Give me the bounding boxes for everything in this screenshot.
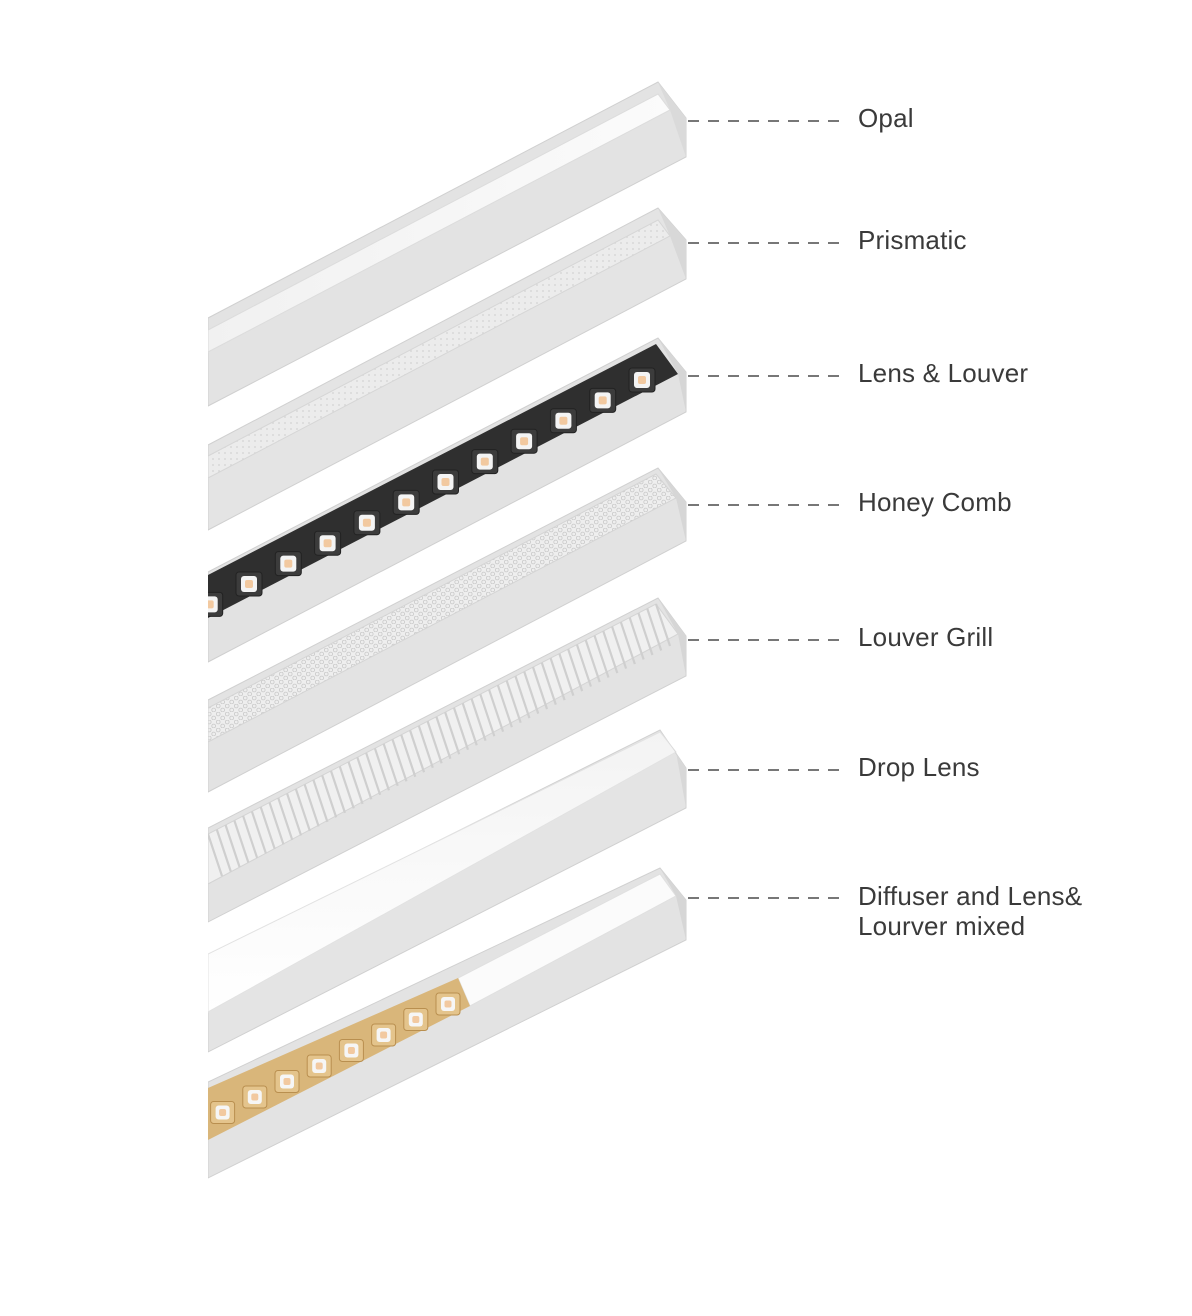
prismatic-fixture	[208, 207, 687, 531]
louver-fin	[417, 725, 434, 769]
louver-fin	[294, 788, 311, 832]
label-prismatic: Prismatic	[858, 225, 967, 255]
louver-fin	[338, 766, 355, 809]
louver-fin	[461, 702, 478, 746]
diffuser-mixed-fixture	[208, 867, 687, 1179]
louver-fin	[224, 824, 241, 868]
label-diffuser-mixed-line2: Lourver mixed	[858, 911, 1026, 941]
led-cell	[353, 510, 381, 536]
louver-fin	[452, 707, 470, 751]
louver-fin	[646, 608, 663, 651]
louver-fin	[531, 666, 549, 710]
louver-fin	[312, 779, 329, 823]
louver-fin	[567, 648, 584, 692]
louver-fin	[444, 711, 461, 755]
louver-fin	[373, 747, 390, 791]
louver-fin	[242, 815, 259, 859]
louver-fin	[540, 662, 557, 705]
louver-fin	[488, 689, 505, 733]
led-cell	[549, 408, 577, 434]
louver-fin	[435, 716, 452, 760]
gold-led-cell	[435, 992, 461, 1016]
louver-fin	[496, 684, 513, 728]
louver-grill-fixture	[208, 597, 687, 923]
louver-fin	[523, 671, 540, 714]
led-cell	[235, 571, 263, 597]
louver-fin	[593, 635, 610, 678]
louver-fin	[575, 644, 592, 687]
drop-lens-fixture	[208, 729, 687, 1053]
label-drop-lens: Drop Lens	[858, 752, 980, 782]
gold-led-cell	[242, 1085, 268, 1109]
louver-fin	[619, 621, 636, 665]
gold-led-cell	[403, 1008, 429, 1031]
louver-fin	[426, 720, 443, 764]
gold-led-cell	[371, 1023, 397, 1047]
gold-led-cell	[338, 1039, 364, 1062]
louver-fin	[250, 811, 267, 854]
leader-lines	[688, 120, 848, 899]
louver-fin	[365, 752, 382, 796]
lens-louver-fixture	[208, 337, 687, 663]
led-cell	[208, 591, 224, 617]
led-cell	[392, 489, 420, 515]
louver-fin	[584, 639, 601, 683]
louver-fin	[408, 729, 426, 773]
louver-fin	[233, 820, 250, 863]
louver-fin	[628, 617, 645, 660]
label-lens-louver: Lens & Louver	[858, 358, 1029, 388]
louver-fin	[549, 657, 566, 701]
label-honey-comb: Honey Comb	[858, 487, 1012, 517]
louver-fin	[268, 802, 285, 845]
louver-fin	[654, 603, 672, 647]
louver-fin	[321, 775, 338, 818]
louver-fin	[259, 806, 276, 850]
louver-fin	[479, 693, 496, 737]
honey-comb-fixture	[208, 467, 687, 793]
led-cell	[274, 551, 302, 577]
louver-fin	[329, 770, 347, 814]
louver-fin	[611, 626, 628, 669]
led-cell	[314, 530, 342, 556]
led-cell	[510, 428, 538, 454]
louver-fin	[277, 797, 294, 841]
louver-fin	[637, 612, 654, 656]
louver-fin	[215, 829, 232, 872]
gold-led-cell	[274, 1070, 300, 1093]
louver-fin	[400, 734, 417, 778]
led-cell	[432, 469, 459, 495]
louver-fin	[470, 698, 487, 742]
gold-led-cell	[306, 1054, 332, 1078]
louver-fin	[558, 653, 575, 696]
louver-fin	[303, 784, 320, 827]
label-louver-grill: Louver Grill	[858, 622, 994, 652]
louver-fin	[208, 833, 224, 877]
opal-fixture	[208, 81, 687, 407]
louver-fin	[286, 793, 303, 836]
louver-fin	[514, 675, 531, 719]
louver-fin	[356, 756, 373, 800]
louver-fin	[505, 680, 522, 724]
louver-fin	[391, 738, 408, 782]
label-opal: Opal	[858, 103, 914, 133]
led-cell	[471, 449, 499, 475]
label-diffuser-mixed-line1: Diffuser and Lens&	[858, 881, 1083, 911]
gold-led-cell	[210, 1101, 236, 1124]
led-cell	[589, 387, 617, 413]
louver-fin	[347, 761, 364, 805]
louver-fin	[602, 630, 619, 674]
led-cell	[628, 367, 656, 393]
louver-fin	[382, 743, 399, 787]
